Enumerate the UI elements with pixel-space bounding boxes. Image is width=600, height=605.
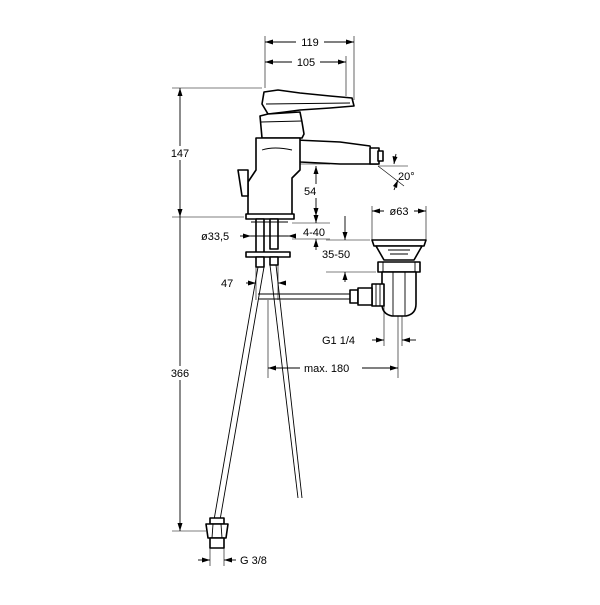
mixer-body (237, 89, 384, 220)
dimension-hole: 47 (221, 265, 286, 300)
dimension-thread-waste: G1 1/4 (322, 306, 416, 347)
dimension-height-spout: 54 (300, 163, 330, 216)
label-height-hose: 366 (171, 368, 189, 380)
mounting-shank (245, 218, 291, 268)
pop-up-rod (258, 287, 373, 306)
label-angle: 20° (398, 171, 415, 183)
label-thread-waste: G1 1/4 (322, 335, 355, 347)
dimension-width-inner: 105 (265, 54, 347, 96)
dimension-height-top: 147 (164, 87, 262, 218)
label-width-outer: 119 (301, 37, 319, 49)
dimension-waste-range: 35-50 (322, 216, 376, 282)
label-height-top: 147 (171, 148, 189, 160)
dimension-thread-hose: G 3/8 (198, 548, 267, 567)
label-diameter-waste: ø63 (390, 206, 409, 218)
waste-fitting (371, 239, 427, 317)
label-max-reach: max. 180 (304, 363, 349, 375)
label-diameter-body: ø33,5 (201, 231, 229, 243)
dimension-diameter-waste: ø63 (371, 204, 427, 240)
label-width-inner: 105 (297, 57, 315, 69)
dimension-max-reach: max. 180 (267, 300, 399, 378)
dimension-height-hose: 366 (164, 217, 206, 532)
dimension-deck-thickness: 4-40 (292, 212, 332, 250)
dimension-diameter-body: ø33,5 (201, 231, 296, 243)
label-thread-hose: G 3/8 (240, 555, 267, 567)
label-deck-thickness: 4-40 (303, 227, 325, 239)
dimension-angle: 20° (377, 153, 415, 191)
label-height-spout: 54 (304, 186, 316, 198)
dimension-width-outer: 119 (264, 34, 355, 100)
label-hole: 47 (221, 278, 233, 290)
flexible-hoses (205, 264, 303, 549)
label-waste-range: 35-50 (322, 249, 350, 261)
